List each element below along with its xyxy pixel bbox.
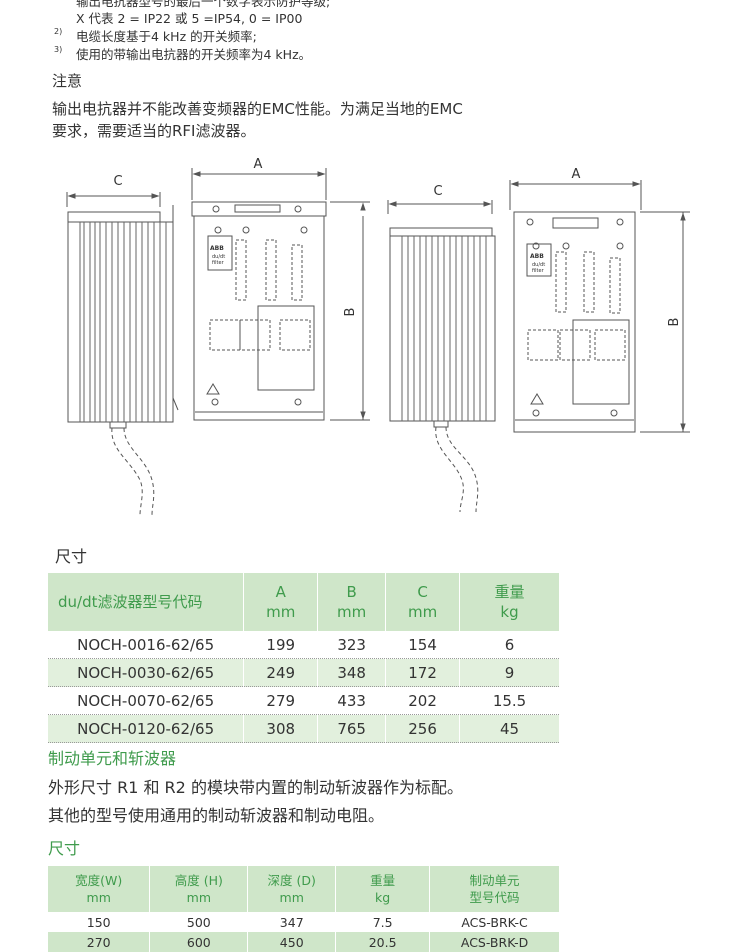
- dimension-drawing: C A B C A B ABB du/dt filter ABB du/dt f…: [66, 157, 690, 516]
- section-1-title: 尺寸: [55, 547, 88, 566]
- notice-heading: 注意: [52, 72, 83, 90]
- dim-b-right: B: [667, 318, 682, 327]
- note-line-1: X 代表 2 = IP22 或 5 =IP54, 0 = IP00: [76, 11, 303, 26]
- col-width: 宽度(W)mm: [48, 866, 151, 912]
- note-line-0: 输出电抗器型号的最后一个数字表示防护等级;: [76, 0, 331, 9]
- col-code: 制动单元型号代码: [429, 866, 560, 912]
- brake-section-title: 尺寸: [48, 839, 81, 858]
- notice-line-1: 输出电抗器并不能改善变频器的EMC性能。为满足当地的EMC: [52, 100, 463, 118]
- abb-logo-left: ABB: [210, 245, 224, 252]
- col-model: du/dt滤波器型号代码: [48, 573, 245, 631]
- dim-b-left: B: [343, 308, 358, 317]
- dim-c-left: C: [113, 174, 122, 189]
- dim-c-right: C: [433, 184, 442, 199]
- dim-a-right: A: [572, 167, 581, 182]
- product-label-left-1: du/dt: [212, 254, 225, 260]
- col-depth: 深度 (D)mm: [247, 866, 337, 912]
- brake-heading: 制动单元和斩波器: [48, 749, 177, 768]
- product-label-right-2: filter: [532, 268, 545, 274]
- dim-a-left: A: [254, 157, 263, 172]
- brake-line-2: 其他的型号使用通用的制动斩波器和制动电阻。: [48, 806, 385, 825]
- footnote-2: 电缆长度基于4 kHz 的开关频率;: [76, 29, 257, 44]
- footnote-3-mark: 3): [54, 45, 63, 54]
- col-height: 高度 (H)mm: [149, 866, 249, 912]
- footnote-2-mark: 2): [54, 27, 63, 36]
- brake-line-1: 外形尺寸 R1 和 R2 的模块带内置的制动斩波器作为标配。: [48, 778, 463, 797]
- product-label-right-1: du/dt: [532, 262, 545, 268]
- notice-line-2: 要求，需要适当的RFI滤波器。: [52, 122, 256, 140]
- footnote-3: 使用的带输出电抗器的开关频率为4 kHz。: [76, 47, 312, 62]
- product-label-left-2: filter: [212, 260, 225, 266]
- abb-logo-right: ABB: [530, 253, 544, 260]
